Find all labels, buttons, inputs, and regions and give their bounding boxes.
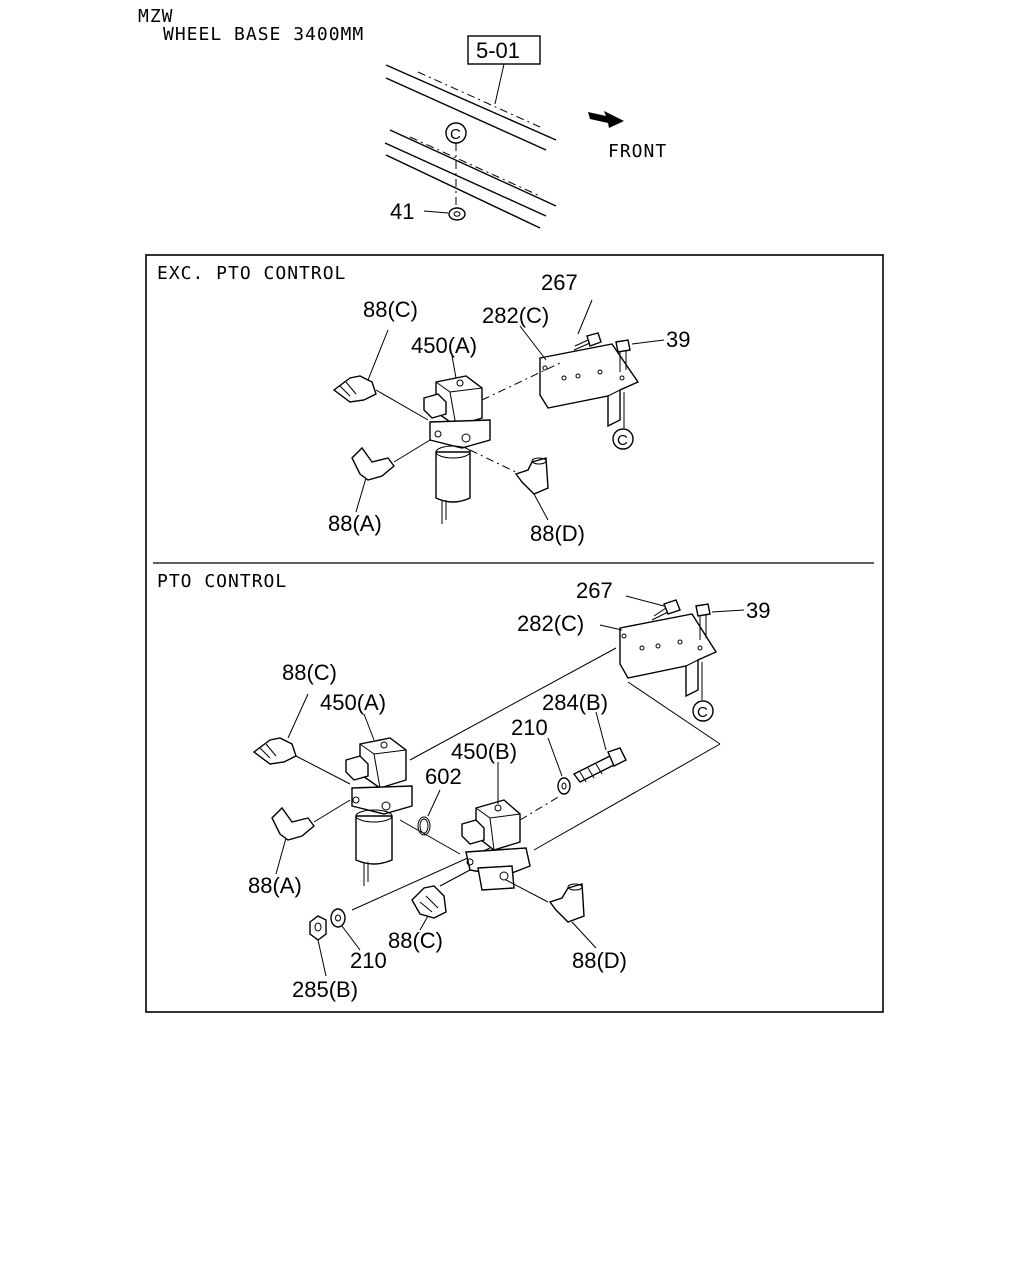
- bracket-282c: [539, 343, 640, 428]
- frame-rail: [384, 64, 557, 229]
- model-code: MZW: [138, 6, 174, 27]
- label-88c-lower: 88(C): [388, 928, 443, 953]
- svg-text:C: C: [617, 432, 628, 449]
- panel-exc-pto-control: EXC. PTO CONTROL C: [157, 263, 690, 546]
- label-88d: 88(D): [530, 521, 585, 546]
- panel-pto-title: PTO CONTROL: [157, 571, 287, 592]
- bolt-39: [615, 339, 665, 372]
- svg-text:C: C: [697, 704, 708, 721]
- svg-text:C: C: [450, 126, 461, 143]
- front-label: FRONT: [608, 141, 667, 162]
- washer-210-lower: [330, 908, 361, 951]
- label-450a-pto: 450(A): [320, 690, 386, 715]
- circle-c-exc: C: [612, 392, 634, 450]
- label-88a-pto: 88(A): [248, 873, 302, 898]
- label-285b: 285(B): [292, 977, 358, 1002]
- label-450b: 450(B): [451, 739, 517, 764]
- top-circle-c: C: [445, 122, 467, 205]
- fitting-88c-lower: [411, 869, 471, 931]
- fitting-88c: [332, 329, 429, 421]
- bolt-39-pto: [695, 603, 745, 640]
- reference-box: 5-01: [467, 35, 541, 105]
- fitting-88a-pto: [271, 799, 351, 875]
- reference-box-label: 5-01: [476, 38, 520, 63]
- solenoid-valve-450a-pto: [345, 737, 413, 886]
- panel-exc-title: EXC. PTO CONTROL: [157, 263, 346, 284]
- bolt-267-pto: [625, 595, 681, 621]
- label-210-upper: 210: [511, 715, 548, 740]
- bolt-267: [573, 299, 602, 351]
- oring-602: [417, 789, 441, 836]
- label-450a: 450(A): [411, 333, 477, 358]
- fitting-88c-left: [252, 693, 351, 785]
- label-282c-pto: 282(C): [517, 611, 584, 636]
- fitting-88a: [351, 439, 431, 513]
- washer-210-upper: [547, 737, 571, 795]
- circle-c-pto: C: [692, 662, 714, 722]
- label-284b: 284(B): [542, 690, 608, 715]
- wheel-base-label: WHEEL BASE 3400MM: [163, 24, 364, 45]
- nut-41: [423, 207, 466, 221]
- fitting-88d: [514, 457, 549, 521]
- label-88c-left: 88(C): [282, 660, 337, 685]
- label-41: 41: [390, 199, 414, 224]
- solenoid-valve-450a: [423, 375, 491, 524]
- label-267-pto: 267: [576, 578, 613, 603]
- label-39-pto: 39: [746, 598, 770, 623]
- label-267: 267: [541, 270, 578, 295]
- solenoid-valve-450b: [461, 762, 531, 891]
- label-39: 39: [666, 327, 690, 352]
- label-602: 602: [425, 764, 462, 789]
- nut-285b: [309, 915, 327, 977]
- bolt-284b: [572, 711, 627, 783]
- label-282c: 282(C): [482, 303, 549, 328]
- front-arrow-icon: [588, 111, 624, 128]
- panel-pto-control: PTO CONTROL C: [157, 571, 770, 1002]
- label-88c: 88(C): [363, 297, 418, 322]
- label-88d-pto: 88(D): [572, 948, 627, 973]
- fitting-88d-pto: [505, 879, 597, 949]
- panel-frame: [145, 254, 884, 1013]
- label-88a: 88(A): [328, 511, 382, 536]
- label-210-lower: 210: [350, 948, 387, 973]
- bracket-282c-pto: [619, 613, 718, 698]
